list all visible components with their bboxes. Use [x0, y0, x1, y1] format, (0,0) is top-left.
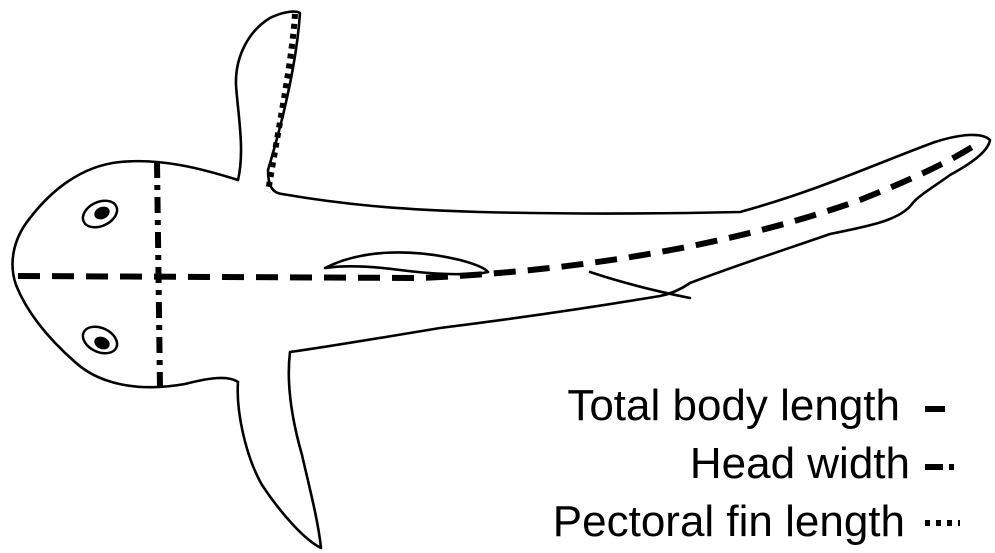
left-eye-icon — [79, 196, 122, 233]
legend-label-head-width: Head width — [690, 439, 910, 488]
pelvic-fin-outline — [325, 252, 488, 274]
right-eye-icon — [79, 322, 122, 359]
head-width-line — [157, 162, 160, 388]
legend-label-pectoral-fin-length: Pectoral fin length — [553, 497, 905, 546]
legend-label-total-body-length: Total body length — [567, 381, 900, 430]
pectoral-fin-length-line — [268, 14, 295, 192]
ventral-seam-outline — [590, 272, 690, 298]
legend: Total body length Head width Pectoral fi… — [553, 381, 960, 546]
